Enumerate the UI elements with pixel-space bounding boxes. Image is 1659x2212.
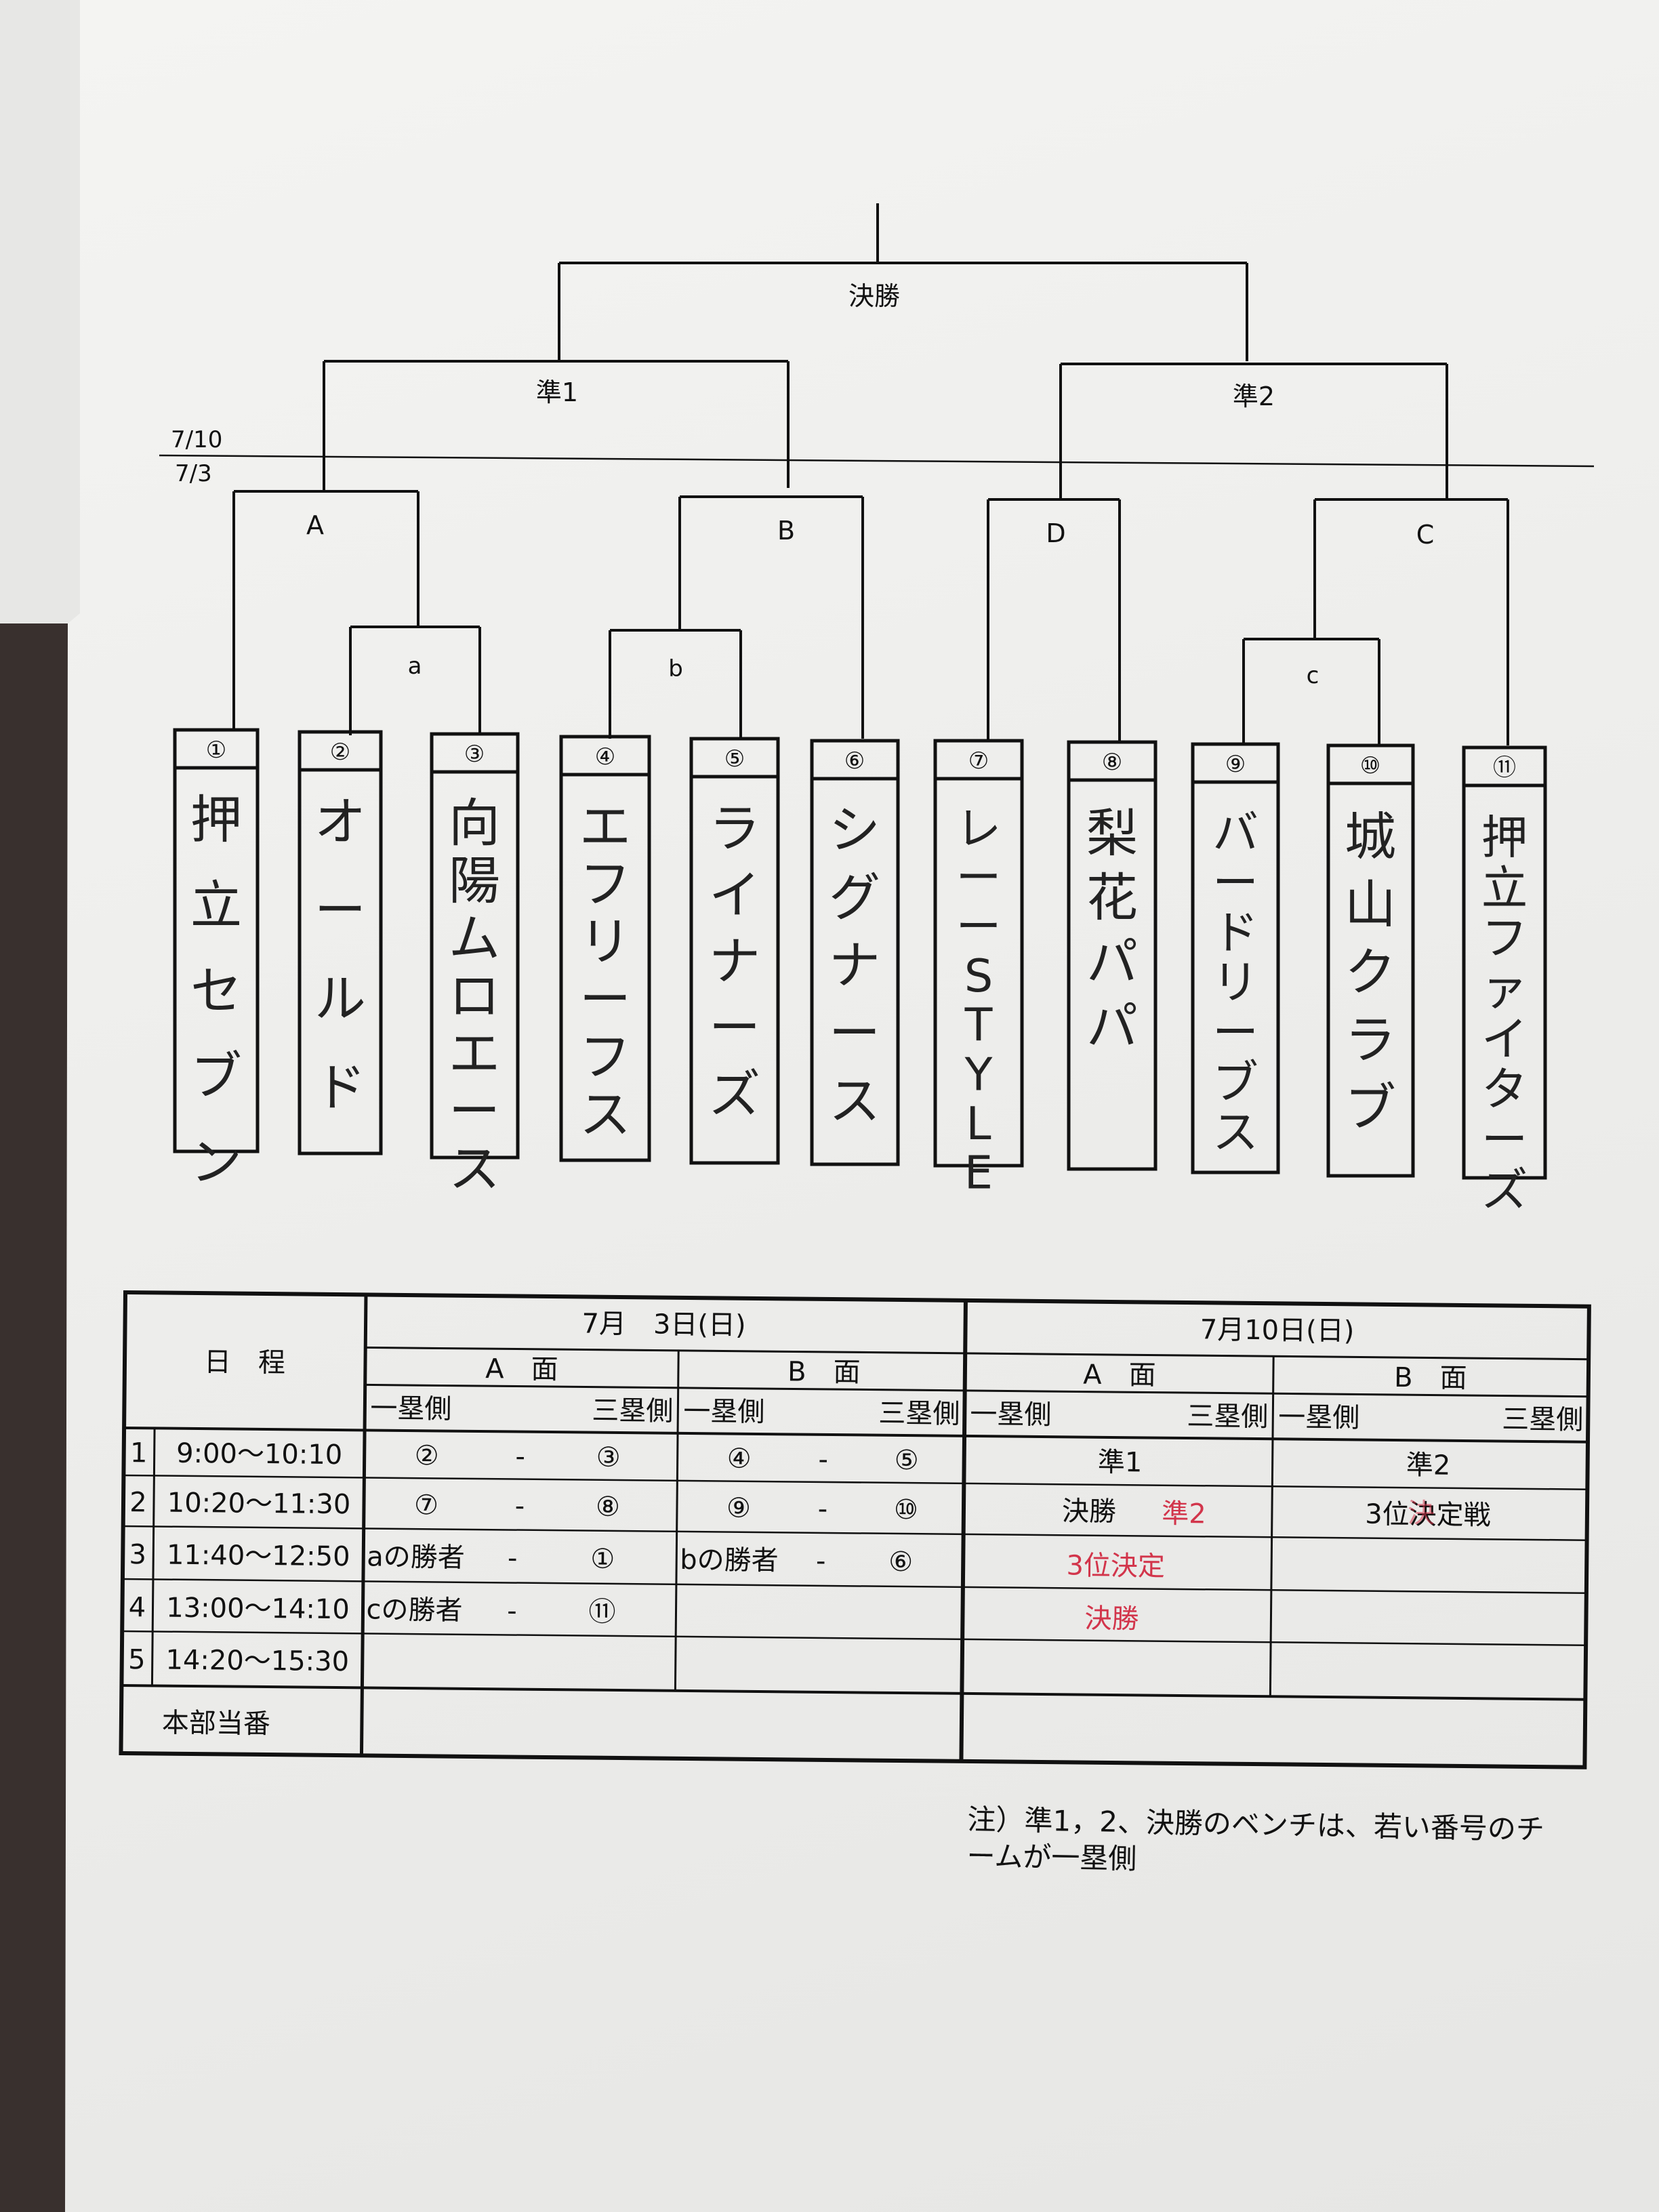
row-number: 2 <box>129 1487 147 1518</box>
team-number: ⑤ <box>724 745 745 773</box>
match-right: ① <box>590 1544 615 1575</box>
footnote: 注）準1，2、決勝のベンチは、若い番号のチームが一塁側 <box>966 1802 1545 1876</box>
time-slot: 14:20～15:30 <box>165 1645 349 1678</box>
match-dash: - <box>818 1494 828 1525</box>
match-dash: - <box>515 1491 525 1522</box>
round-label-B: B <box>777 516 795 546</box>
match-cell: 3位決定戦 <box>1365 1499 1491 1532</box>
match-cell: 決勝 <box>1062 1496 1116 1528</box>
team-boxes <box>173 728 1547 1180</box>
team-names: 押立セブン オールド 向陽ムロエース エフリーフス ライナーズ シグナース レー… <box>190 790 1528 1218</box>
day1-b-first-base: 一塁側 <box>683 1396 764 1428</box>
round-label-b: b <box>668 655 683 682</box>
day1-court-a: A 面 <box>485 1353 558 1385</box>
match-left: ⑨ <box>726 1493 751 1524</box>
match-dash: - <box>508 1542 518 1574</box>
day2-b-third-base: 三塁側 <box>1502 1404 1583 1436</box>
day1-date: 7月 3日(日) <box>581 1308 746 1340</box>
team-name: ライナーズ <box>709 798 760 1124</box>
day2-b-first-base: 一塁側 <box>1278 1401 1359 1433</box>
match-right: ⑪ <box>588 1597 615 1628</box>
day1-a-third-base: 三塁側 <box>592 1395 673 1427</box>
day1-a-first-base: 一塁側 <box>370 1393 451 1425</box>
team-name: 向陽ムロエース <box>449 793 500 1199</box>
day2-court-b: B 面 <box>1394 1362 1467 1394</box>
time-slot: 9:00～10:10 <box>176 1438 343 1471</box>
match-right: ⑥ <box>888 1547 913 1578</box>
time-slot: 13:00～14:10 <box>166 1593 350 1626</box>
team-number: ② <box>330 739 350 766</box>
day1-b-third-base: 三塁側 <box>878 1398 960 1430</box>
team-number: ⑧ <box>1102 749 1122 776</box>
time-slot: 10:20～11:30 <box>167 1488 351 1521</box>
row-number: 5 <box>128 1644 146 1675</box>
semi2-label: 準2 <box>1233 382 1275 411</box>
team-number: ⑨ <box>1225 751 1246 778</box>
row-number: 1 <box>130 1437 148 1469</box>
match-right: ⑧ <box>596 1492 620 1523</box>
team-name: 梨花パパ <box>1086 803 1138 1057</box>
team-number: ③ <box>464 741 485 768</box>
day1-court-b: B 面 <box>787 1356 861 1388</box>
team-number: ⑩ <box>1360 752 1380 779</box>
row-number: 4 <box>129 1592 146 1623</box>
team-name: 城山クラブ <box>1345 806 1396 1138</box>
day2-court-a: A 面 <box>1083 1359 1156 1391</box>
team-name: 押立ファイターズ <box>1481 812 1528 1218</box>
schedule-table: 日 程 7月 3日(日) 7月10日(日) A 面 B 面 A 面 B 面 一塁… <box>119 1290 1591 1769</box>
handwritten-note: 準2 <box>1162 1498 1206 1530</box>
round-label-c: c <box>1307 662 1319 689</box>
match-left: ⑦ <box>414 1490 438 1521</box>
team-name: シグナース <box>829 800 880 1131</box>
match-cell: 準2 <box>1406 1450 1451 1481</box>
final-label: 決勝 <box>848 281 900 311</box>
time-slot: 11:40～12:50 <box>167 1540 350 1573</box>
handwritten-mark: 決 <box>1408 1498 1435 1529</box>
match-left: ④ <box>727 1443 752 1475</box>
round-label-A: A <box>306 510 324 540</box>
team-name: オールド <box>314 792 366 1118</box>
match-cell: 準1 <box>1098 1447 1143 1479</box>
match-dash: - <box>515 1441 525 1473</box>
schedule-header-label: 日 程 <box>204 1347 285 1378</box>
team-number: ④ <box>595 743 615 771</box>
bracket-lines <box>159 203 1595 745</box>
match-dash: - <box>507 1595 517 1626</box>
duty-label: 本部当番 <box>162 1708 270 1740</box>
match-left: aの勝者 <box>367 1541 465 1573</box>
match-left: ② <box>415 1440 439 1471</box>
team-number: ⑥ <box>844 747 865 775</box>
handwritten-note: 決勝 <box>1084 1603 1139 1635</box>
round-label-a: a <box>408 653 422 680</box>
date-lower: 7/3 <box>175 460 212 487</box>
match-dash: - <box>816 1546 826 1577</box>
team-number: ⑪ <box>1493 754 1516 781</box>
team-number: ⑦ <box>968 747 989 775</box>
row-number: 3 <box>129 1539 146 1570</box>
team-name: 押立セブン <box>190 790 242 1192</box>
round-label-C: C <box>1416 520 1435 550</box>
match-left: cの勝者 <box>366 1594 462 1626</box>
match-right: ⑩ <box>894 1494 918 1525</box>
match-left: bの勝者 <box>680 1544 779 1576</box>
match-dash: - <box>818 1444 828 1475</box>
team-name: バードリーブス <box>1212 806 1258 1159</box>
semi1-label: 準1 <box>536 377 578 407</box>
match-right: ③ <box>596 1442 621 1473</box>
day2-a-first-base: 一塁側 <box>970 1399 1051 1431</box>
match-right: ⑤ <box>895 1445 919 1476</box>
team-number: ① <box>206 737 226 764</box>
day2-a-third-base: 三塁側 <box>1187 1401 1268 1433</box>
team-name: エフリーフス <box>579 796 631 1145</box>
round-label-D: D <box>1046 518 1065 548</box>
day2-date: 7月10日(日) <box>1200 1314 1355 1347</box>
handwritten-note: 3位決定 <box>1066 1550 1165 1582</box>
date-upper: 7/10 <box>171 426 222 453</box>
